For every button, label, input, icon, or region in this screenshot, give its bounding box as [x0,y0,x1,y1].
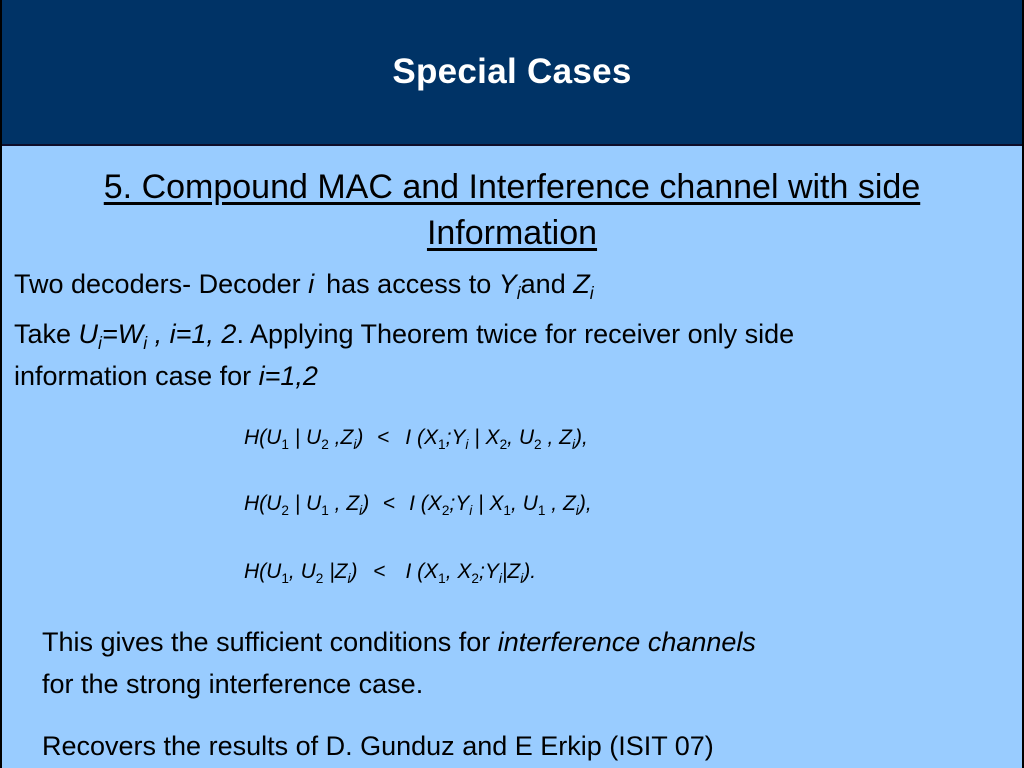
sub-i: i [589,283,594,304]
less-than-op: < [373,560,386,583]
theorem-text: . Applying Theorem twice for receiver on… [236,319,795,349]
take-line: Take Ui=Wi , i=1, 2. Applying Theorem tw… [14,318,795,354]
slide-title: Special Cases [392,52,632,91]
equation-2: H(U2 | U1 , Zi) < I (X2;Yi | X1, U1 , Zi… [244,492,592,518]
sub-i: i [143,333,148,354]
conditions-text: This gives the sufficient conditions for [42,627,498,657]
take-text: Take [14,319,79,349]
case-var: i=1,2 [258,361,318,391]
decoder-index: i [308,269,315,299]
title-bar: Special Cases [2,0,1022,146]
less-than-op: < [383,492,396,515]
var-W: =W [101,319,144,349]
case-text: information case for [14,361,259,391]
var-Y: Y [498,269,517,299]
var-Z: Z [573,269,590,299]
conditions-line-2: for the strong interference case. [42,668,423,700]
emphasis-text: interference channels [497,627,756,657]
recovers-text: Recovers the results of D. Gunduz and E … [42,731,714,761]
case-line: information case for i=1,2 [14,360,318,392]
var-U: U [78,319,99,349]
conditions-line: This gives the sufficient conditions for… [42,626,756,658]
equation-1: H(U1 | U2 ,Zi) < I (X1;Yi | X2, U2 , Zi)… [244,426,588,452]
and-text: and [520,269,574,299]
index-range: , i=1, 2 [147,319,237,349]
access-text: has access to [326,269,499,299]
equation-3: H(U1, U2 |Zi) < I (X1, X2;Yi|Zi). [244,560,537,586]
conditions-text-2: for the strong interference case. [42,669,424,699]
section-heading: 5. Compound MAC and Interference channel… [103,168,921,252]
decoders-text: Two decoders- Decoder [14,269,309,299]
sub-i: i [516,283,521,304]
less-than-op: < [377,426,390,449]
sub-i: i [98,333,102,354]
recovers-line: Recovers the results of D. Gunduz and E … [42,730,714,762]
